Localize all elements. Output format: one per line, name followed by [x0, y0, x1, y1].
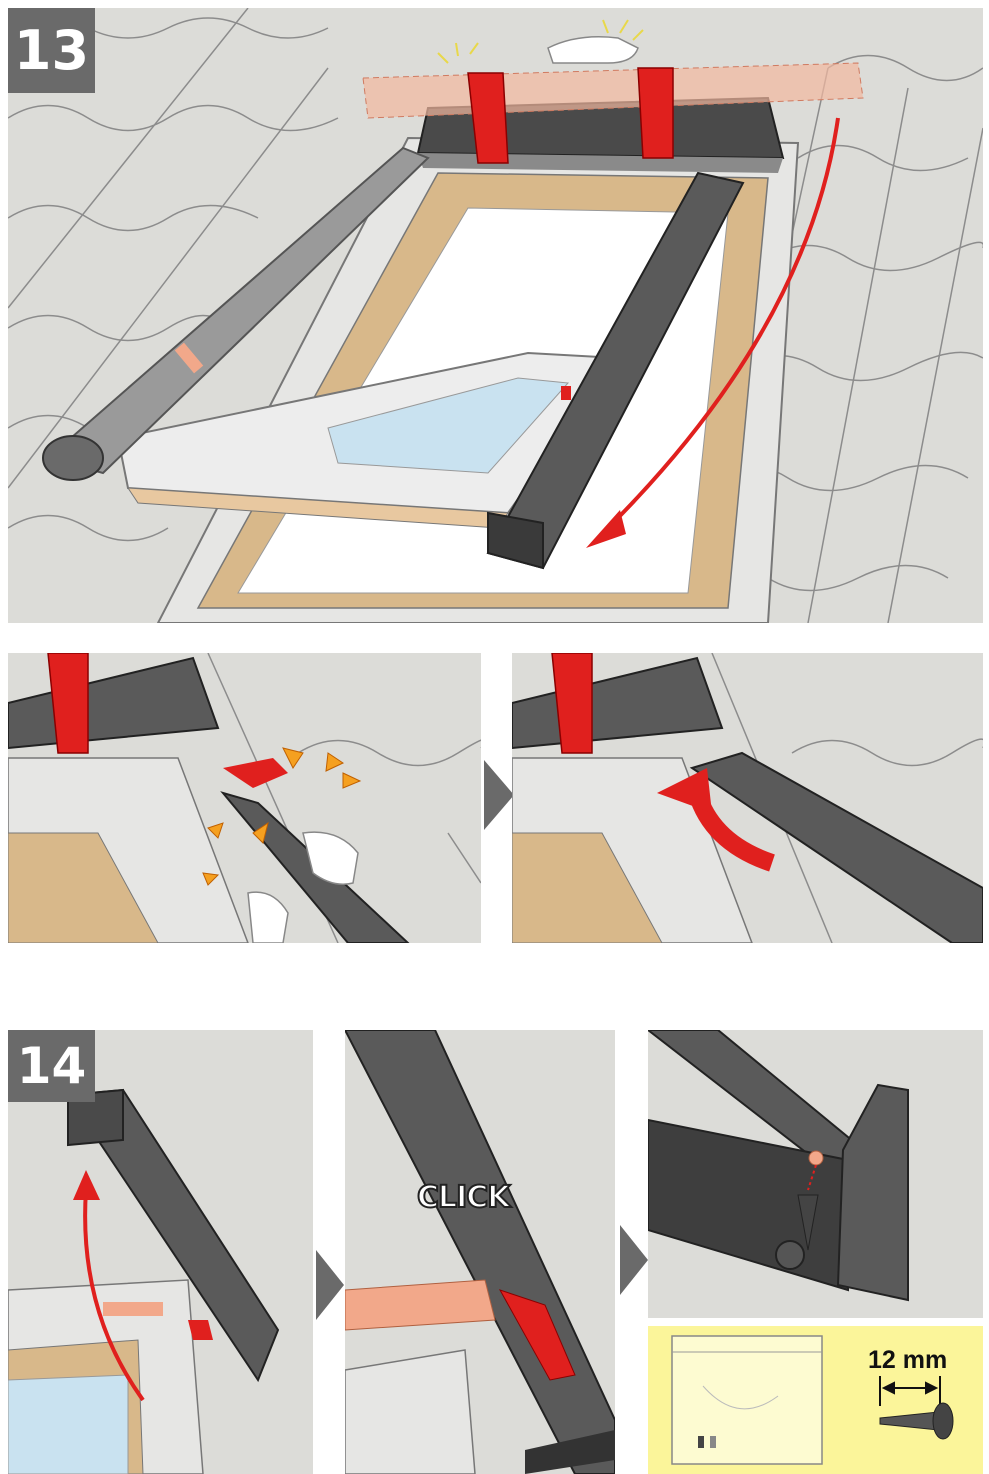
click-label: CLICK [416, 1179, 512, 1216]
hand [247, 831, 359, 943]
screw-info-box: 12 mm [648, 1326, 983, 1474]
step13-detail-a [8, 653, 481, 943]
detail-b-illustration [512, 653, 983, 943]
red-clip [188, 1320, 213, 1340]
step14-panel-a: 14 [8, 1030, 313, 1474]
top-cover [8, 656, 220, 750]
step13-main-panel: 13 [8, 8, 983, 623]
top-cover [512, 656, 724, 750]
curved-arrow [83, 1189, 145, 1402]
hinge [345, 1279, 496, 1331]
step14-c-illustration [648, 1030, 909, 1302]
step13-detail-b [512, 653, 983, 943]
red-clip [498, 1289, 576, 1381]
chevron-right-icon [484, 760, 514, 830]
chevron-right-icon [620, 1225, 648, 1295]
cover-bar [689, 751, 983, 943]
push-arrow [223, 758, 288, 788]
bag [671, 1335, 823, 1465]
step13-illustration [8, 8, 983, 623]
step14-b-illustration [345, 1030, 615, 1474]
skylight-window [116, 136, 800, 623]
bag-illustration [671, 1335, 954, 1465]
red-clip [467, 67, 674, 164]
red-clip [47, 653, 89, 754]
step14-panel-c [648, 1030, 983, 1318]
step-13-badge: 13 [8, 8, 95, 93]
cover-bar-right [486, 171, 745, 570]
step14-panel-b: CLICK [345, 1030, 615, 1474]
screw [775, 1194, 819, 1270]
dimension-arrow [879, 1376, 941, 1406]
screw-length-label: 12 mm [868, 1346, 948, 1374]
red-clip [551, 653, 593, 754]
screw [879, 1402, 954, 1440]
step14-a-illustration [8, 1088, 280, 1474]
cover-bar-left [42, 146, 430, 481]
snap-lines [437, 19, 644, 64]
hinge [103, 1302, 163, 1316]
hand [547, 36, 639, 64]
step-14-badge: 14 [8, 1030, 95, 1102]
detail-a-illustration [8, 653, 481, 943]
impact-marks [202, 747, 362, 886]
curved-arrow [586, 117, 840, 548]
chevron-right-icon [316, 1250, 344, 1320]
